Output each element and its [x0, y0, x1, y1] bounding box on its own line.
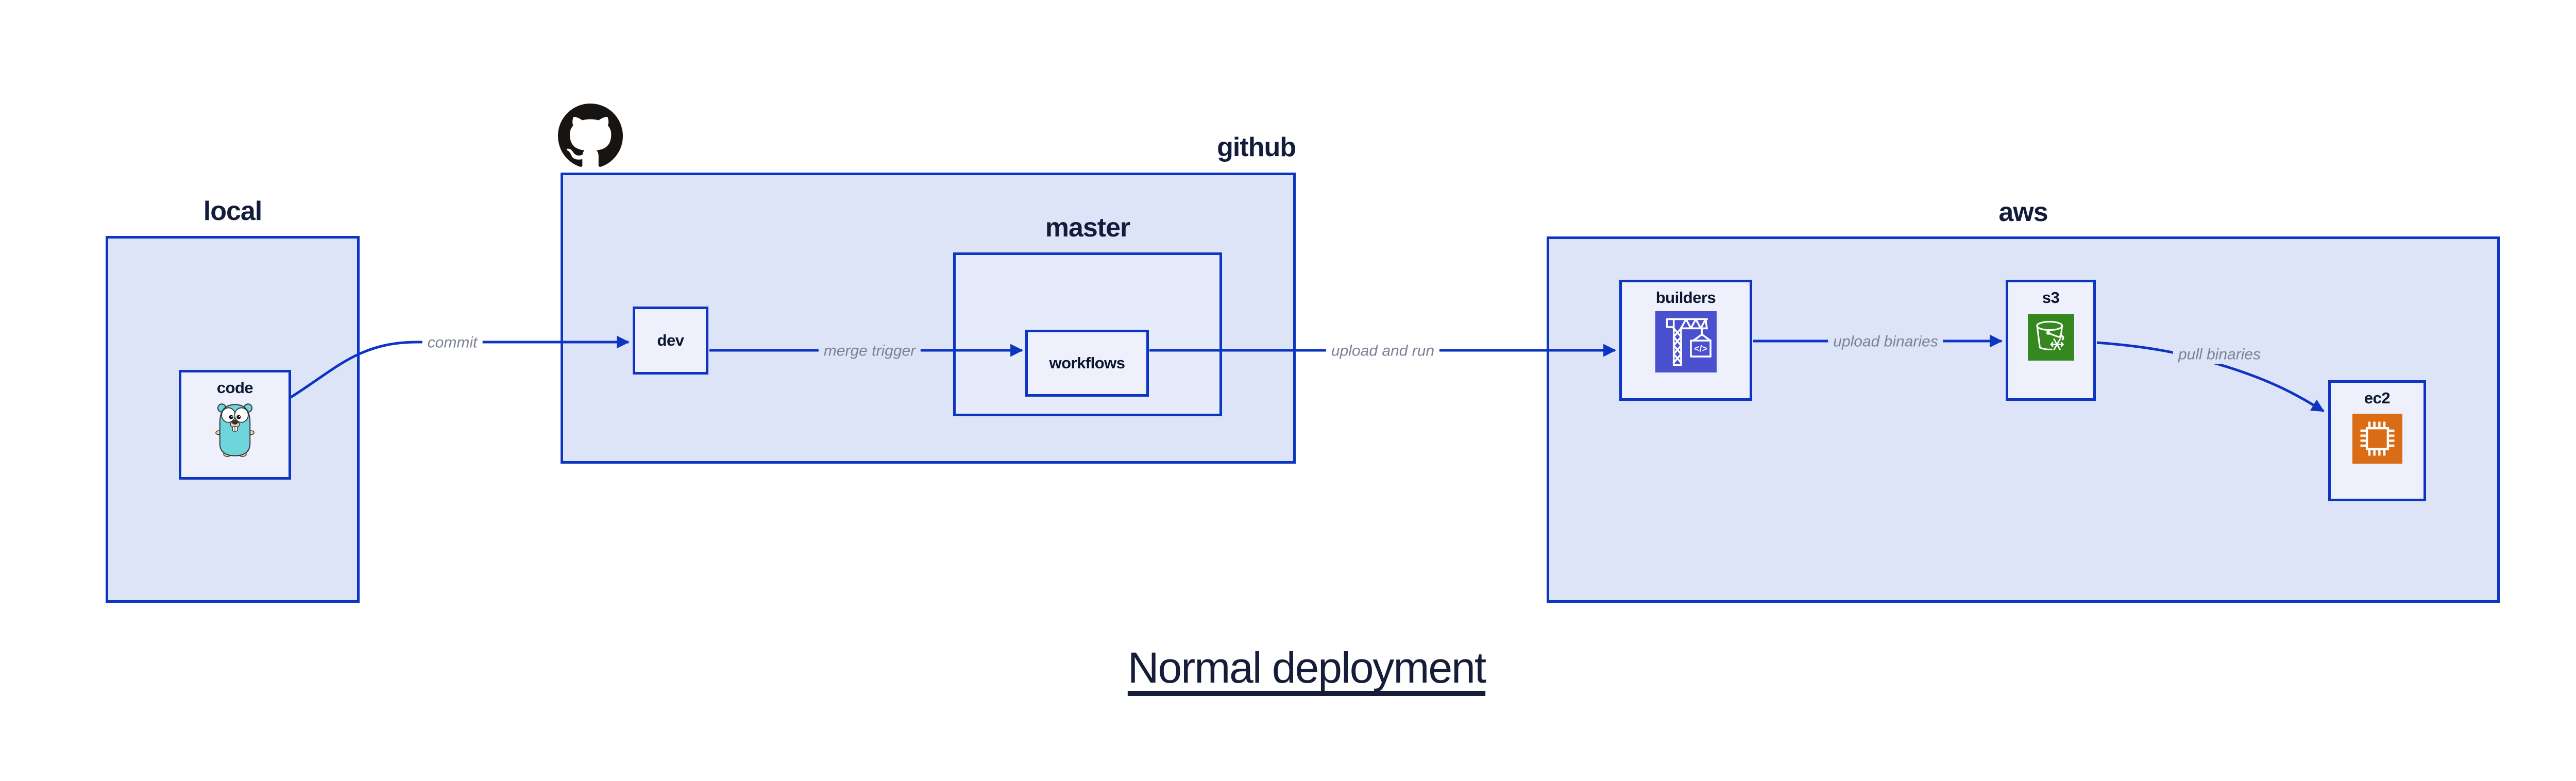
node-label-builders: builders	[1655, 288, 1716, 307]
go-gopher-icon	[215, 403, 255, 457]
diagram-title: Normal deployment	[1127, 643, 1486, 692]
edge-label-upload-and-run: upload and run	[1326, 341, 1440, 361]
node-label-code: code	[216, 379, 253, 397]
node-code: code	[179, 370, 291, 480]
container-label-aws: aws	[1998, 197, 2048, 227]
github-octocat-icon	[558, 104, 623, 171]
node-workflows: workflows	[1025, 330, 1149, 397]
node-dev: dev	[633, 307, 708, 375]
container-label-local: local	[203, 196, 263, 226]
codebuild-crane-icon: </>	[1655, 311, 1717, 372]
node-builders: builders </>	[1619, 280, 1752, 401]
edge-label-upload-binaries: upload binaries	[1828, 332, 1943, 351]
node-label-workflows: workflows	[1049, 354, 1125, 372]
node-label-s3: s3	[2042, 288, 2060, 307]
s3-glacier-bucket-icon	[2027, 314, 2074, 361]
edge-label-pull-binaries: pull binaries	[2173, 345, 2266, 364]
ec2-chip-icon	[2352, 414, 2402, 464]
container-label-master: master	[1045, 213, 1131, 243]
node-s3: s3	[2006, 280, 2096, 401]
node-label-dev: dev	[657, 331, 684, 349]
edge-label-commit: commit	[422, 333, 483, 352]
svg-text:</>: </>	[1694, 344, 1707, 354]
node-label-ec2: ec2	[2364, 389, 2391, 407]
container-label-github: github	[1217, 132, 1296, 162]
edge-label-merge-trigger: merge trigger	[818, 341, 921, 361]
node-ec2: ec2	[2328, 380, 2426, 501]
